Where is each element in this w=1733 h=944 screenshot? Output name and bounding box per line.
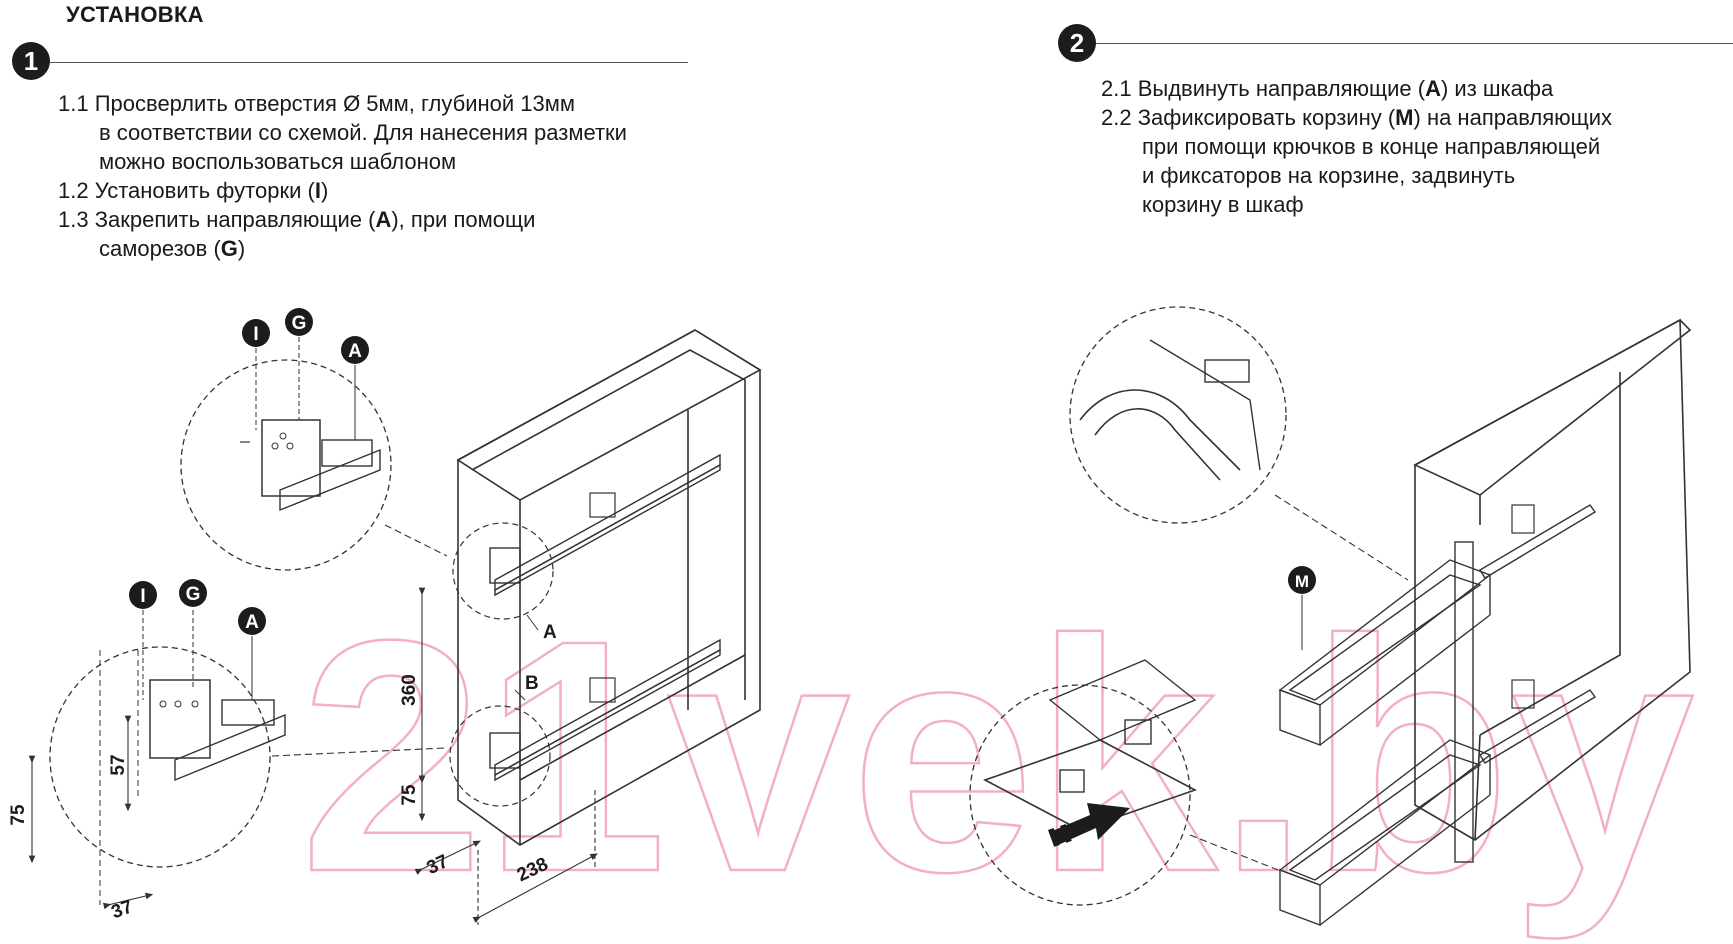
step-2-2-line3: и фиксаторов на корзине, задвинуть — [1142, 163, 1516, 188]
label-m: M — [1295, 572, 1309, 591]
label-i-bottom: I — [140, 586, 145, 607]
step-2-1-number: 2.1 — [1101, 76, 1132, 101]
step-1-rails — [489, 453, 721, 782]
step-1-callouts: I G A I G A A B — [129, 308, 557, 701]
step-1-3-text: Закрепить направляющие ( — [94, 207, 376, 232]
step-1-detail-circle-top — [452, 522, 554, 620]
label-i-top: I — [253, 324, 258, 345]
step-2-1-code: A — [1425, 76, 1441, 101]
dim-57: 57 — [108, 754, 129, 775]
step-1-2-number: 1.2 — [58, 178, 89, 203]
step-1-3-line2-tail: ) — [237, 236, 246, 261]
dim-37-zoom: 37 — [109, 896, 136, 923]
step-2-zoom-bottom — [969, 659, 1279, 906]
step-1-zoom-top — [180, 359, 448, 571]
step-2-1-text: Выдвинуть направляющие ( — [1137, 76, 1426, 101]
step-1-instructions: 1.1 Просверлить отверстия Ø 5мм, глубино… — [58, 89, 627, 263]
step-2-2-number: 2.2 — [1101, 105, 1132, 130]
step-1-2-text: Установить футорки ( — [94, 178, 315, 203]
step-1-divider — [50, 62, 688, 63]
step-2-2-line4: корзину в шкаф — [1142, 192, 1304, 217]
step-1-detail-circle-bottom — [449, 705, 551, 807]
step-2-zoom-top — [1069, 306, 1409, 581]
step-1-3-line2: саморезов ( — [99, 236, 221, 261]
step-2-2-tail: ) на направляющих — [1413, 105, 1613, 130]
step-1-dimensions — [28, 587, 598, 925]
dim-360: 360 — [399, 674, 420, 706]
step-2-badge: 2 — [1058, 24, 1096, 62]
label-a-cabinet: A — [543, 622, 557, 643]
dim-75-cabinet: 75 — [399, 784, 420, 806]
dim-75-zoom: 75 — [8, 804, 29, 826]
label-g-top: G — [292, 313, 307, 334]
step-1-1-line1: Просверлить отверстия Ø 5мм, глубиной 13… — [94, 91, 576, 116]
step-1-2-code: I — [314, 178, 321, 203]
label-b-cabinet: B — [525, 673, 539, 694]
push-arrow-icon — [1047, 803, 1130, 847]
step-2-2-line2: при помощи крючков в конце направляющей — [1142, 134, 1601, 159]
step-1-1-line3: можно воспользоваться шаблоном — [99, 149, 457, 174]
step-2-1-tail: ) из шкафа — [1440, 76, 1554, 101]
step-1-3-line2-code: G — [220, 236, 238, 261]
step-1-badge: 1 — [12, 42, 50, 80]
step-1-zoom-bottom — [49, 646, 446, 905]
step-2-2-text: Зафиксировать корзину ( — [1137, 105, 1396, 130]
step-2-instructions: 2.1 Выдвинуть направляющие (A) из шкафа … — [1101, 74, 1612, 219]
step-2-callout-m: M — [1288, 566, 1316, 650]
label-a-bottom: A — [245, 612, 259, 633]
label-g-bottom: G — [186, 584, 201, 605]
step-1-3-number: 1.3 — [58, 207, 89, 232]
step-2-2-code: M — [1395, 105, 1414, 130]
step-1-3-code: A — [375, 207, 392, 232]
step-1-2-tail: ) — [320, 178, 329, 203]
step-1-1-number: 1.1 — [58, 91, 89, 116]
step-1-1-line2: в соответствии со схемой. Для нанесения … — [99, 120, 627, 145]
step-2-basket — [1278, 504, 1597, 927]
label-a-top: A — [348, 341, 362, 362]
step-1-3-tail: ), при помощи — [391, 207, 536, 232]
step-2-divider — [1096, 43, 1733, 44]
page-title: УСТАНОВКА — [66, 2, 204, 27]
